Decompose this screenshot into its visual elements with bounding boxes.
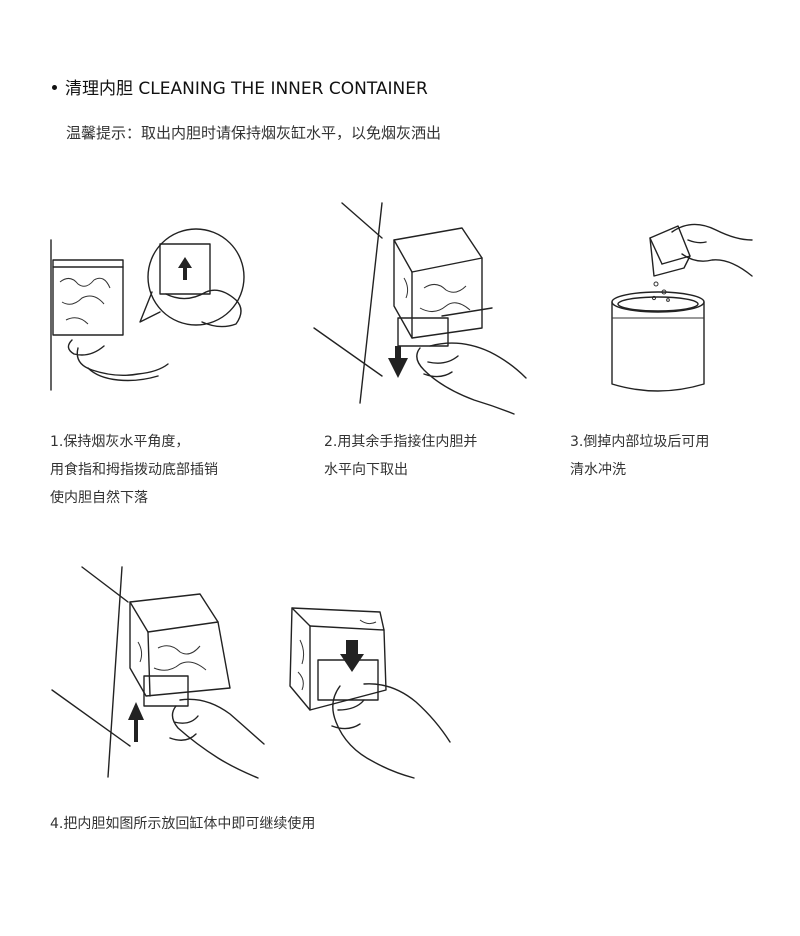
step-4-text: 4.把内胆如图所示放回缸体中即可继续使用 xyxy=(50,810,315,838)
step-1-text: 1.保持烟灰水平角度， 用食指和拇指拨动底部插销 使内胆自然下落 xyxy=(50,428,218,512)
step-1-line-2: 用食指和拇指拨动底部插销 xyxy=(50,462,218,478)
step-1-line-3: 使内胆自然下落 xyxy=(50,490,148,506)
step-3-text: 3.倒掉内部垃圾后可用 清水冲洗 xyxy=(570,428,709,484)
step-1-line-1: 1.保持烟灰水平角度， xyxy=(50,434,190,450)
step3-illustration xyxy=(608,220,758,400)
step4-illustration-a xyxy=(50,562,270,782)
down-arrow-icon xyxy=(388,346,408,378)
warm-tip: 温馨提示：取出内胆时请保持烟灰缸水平，以免烟灰洒出 xyxy=(66,124,442,142)
up-arrow-icon xyxy=(178,257,192,280)
section-title: 清理内胆 CLEANING THE INNER CONTAINER xyxy=(65,79,428,99)
step-2-line-2: 水平向下取出 xyxy=(324,462,408,478)
step-2-text: 2.用其余手指接住内胆并 水平向下取出 xyxy=(324,428,477,484)
step-2-line-1: 2.用其余手指接住内胆并 xyxy=(324,434,478,450)
step4-illustration-b xyxy=(280,600,470,785)
bullet-dot-icon xyxy=(52,85,57,90)
down-arrow-icon xyxy=(340,640,364,672)
up-arrow-icon xyxy=(128,702,144,742)
section-heading: 清理内胆 CLEANING THE INNER CONTAINER xyxy=(52,74,428,99)
step1-illustration xyxy=(48,222,248,392)
step2-illustration xyxy=(312,198,532,415)
step-3-line-1: 3.倒掉内部垃圾后可用 xyxy=(570,434,710,450)
step-4-line-1: 4.把内胆如图所示放回缸体中即可继续使用 xyxy=(50,816,316,832)
step-3-line-2: 清水冲洗 xyxy=(570,462,626,478)
